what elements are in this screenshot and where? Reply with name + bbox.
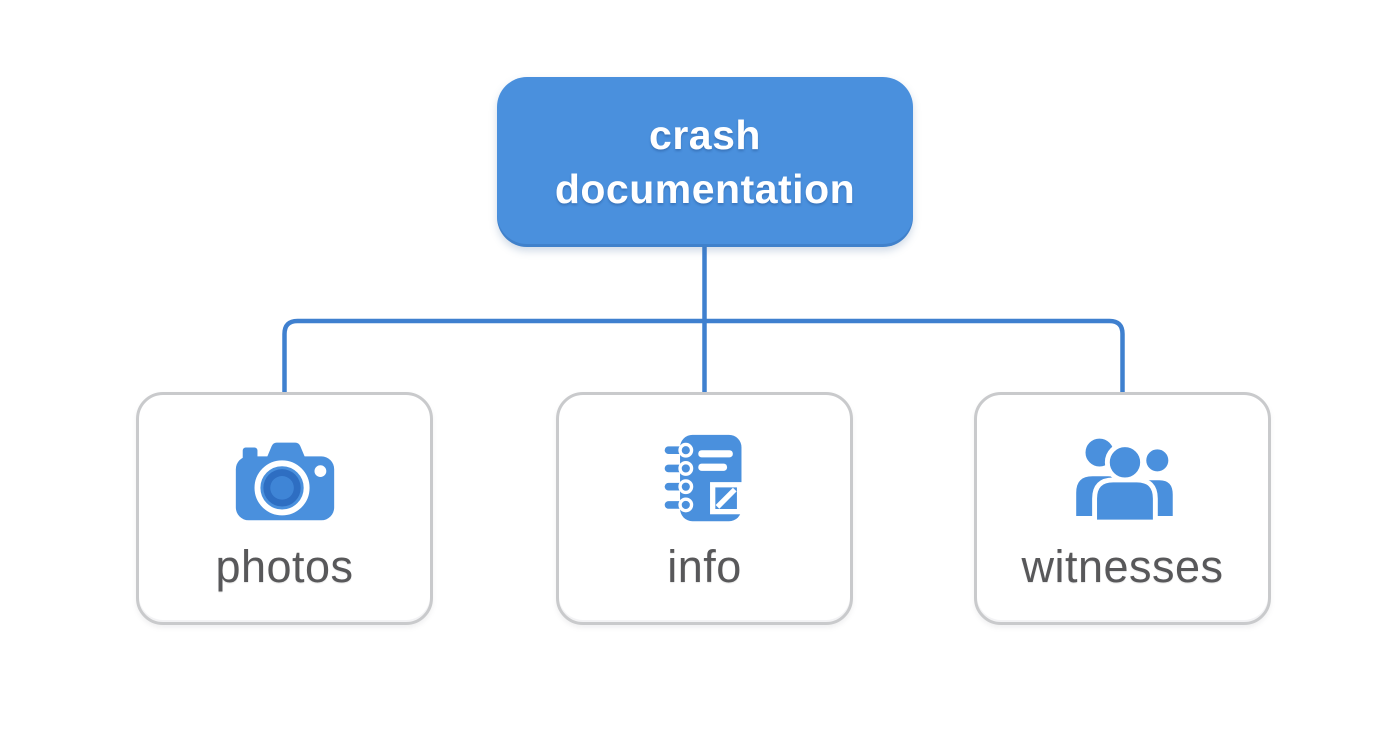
node-photos: photos bbox=[136, 392, 433, 625]
people-group-icon bbox=[1066, 428, 1180, 530]
node-crash-documentation: crash documentation bbox=[497, 77, 913, 247]
connector-rail bbox=[282, 318, 1125, 392]
node-label-witnesses: witnesses bbox=[1021, 541, 1224, 592]
node-label-info: info bbox=[667, 541, 742, 592]
root-node-label: crash documentation bbox=[554, 111, 856, 212]
notebook-icon bbox=[657, 428, 753, 530]
camera-icon bbox=[226, 428, 344, 530]
node-info: info bbox=[556, 392, 853, 625]
node-label-photos: photos bbox=[215, 541, 354, 592]
node-witnesses: witnesses bbox=[974, 392, 1271, 625]
